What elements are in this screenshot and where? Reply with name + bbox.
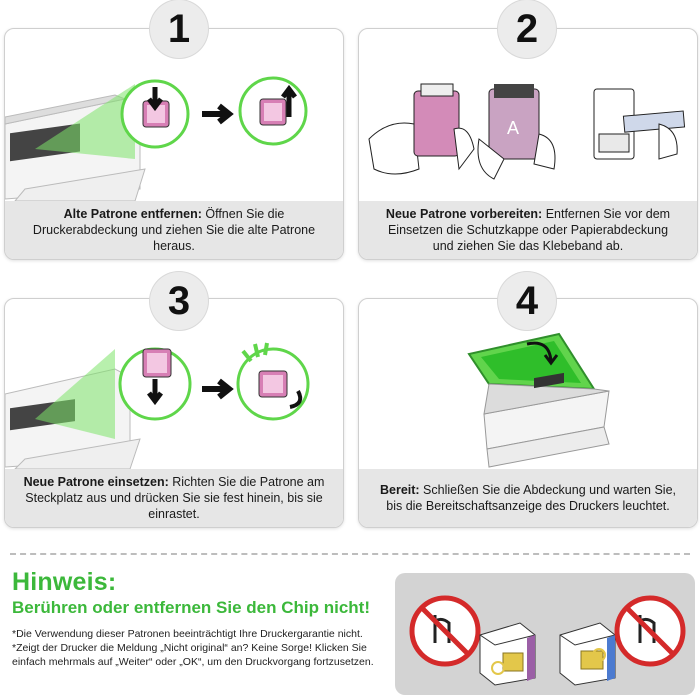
step-4-number: 4 [498, 272, 556, 330]
step-4-caption: Bereit: Schließen Sie die Abdeckung und … [359, 469, 697, 527]
note-line-1: *Die Verwendung dieser Patronen beeinträ… [12, 628, 363, 640]
no-touch-icon [409, 595, 481, 667]
chip-warning-illustration [409, 595, 686, 686]
step-2-illustration: A [368, 83, 686, 180]
note-subtitle: Berühren oder entfernen Sie den Chip nic… [12, 598, 370, 617]
step-4-text: Schließen Sie die Abdeckung und warten S… [386, 483, 676, 513]
cartridge-icon [479, 622, 536, 686]
note-title: Hinweis: [12, 568, 117, 596]
step-1-caption: Alte Patrone entfernen: Öffnen Sie die D… [5, 201, 343, 259]
step-2-caption: Neue Patrone vorbereiten: Entfernen Sie … [359, 201, 697, 259]
step-3-text: Richten Sie die Patrone am Steckplatz au… [25, 475, 325, 521]
step-1-text: Öffnen Sie die Druckerabdeckung und zieh… [32, 207, 316, 253]
svg-text:A: A [507, 118, 519, 138]
step-card-3: Neue Patrone einsetzen: Richten Sie die … [4, 298, 344, 528]
note-text: *Die Verwendung dieser Patronen beeinträ… [12, 627, 384, 669]
step-2-number: 2 [498, 0, 556, 58]
arrow-right-icon [202, 378, 234, 400]
chip-warning-panel [395, 573, 695, 695]
step-1-title: Alte Patrone entfernen: [63, 207, 202, 221]
step-4-title: Bereit: [379, 483, 420, 497]
arrow-right-icon [202, 103, 234, 125]
step-3-title: Neue Patrone einsetzen: [23, 475, 169, 489]
printer-icon [467, 332, 610, 468]
step-card-4: Bereit: Schließen Sie die Abdeckung und … [358, 298, 698, 528]
step-2-title: Neue Patrone vorbereiten: [385, 207, 543, 221]
step-1-number: 1 [150, 0, 208, 58]
step-2-text: Entfernen Sie vor dem Einsetzen die Schu… [387, 207, 671, 253]
step-4-illustration [467, 332, 610, 468]
no-touch-icon [614, 595, 686, 667]
step-card-1: Alte Patrone entfernen: Öffnen Sie die D… [4, 28, 344, 260]
dashed-divider [10, 553, 690, 555]
step-3-number: 3 [150, 272, 208, 330]
cartridge-icon [559, 622, 616, 686]
step-card-2: A Neue Patrone vorbereiten: Entfernen Si… [358, 28, 698, 260]
step-3-caption: Neue Patrone einsetzen: Richten Sie die … [5, 469, 343, 527]
note-line-2: *Zeigt der Drucker die Meldung „Nicht or… [12, 642, 374, 668]
step-3-illustration [5, 342, 310, 469]
step-1-illustration [5, 76, 308, 201]
